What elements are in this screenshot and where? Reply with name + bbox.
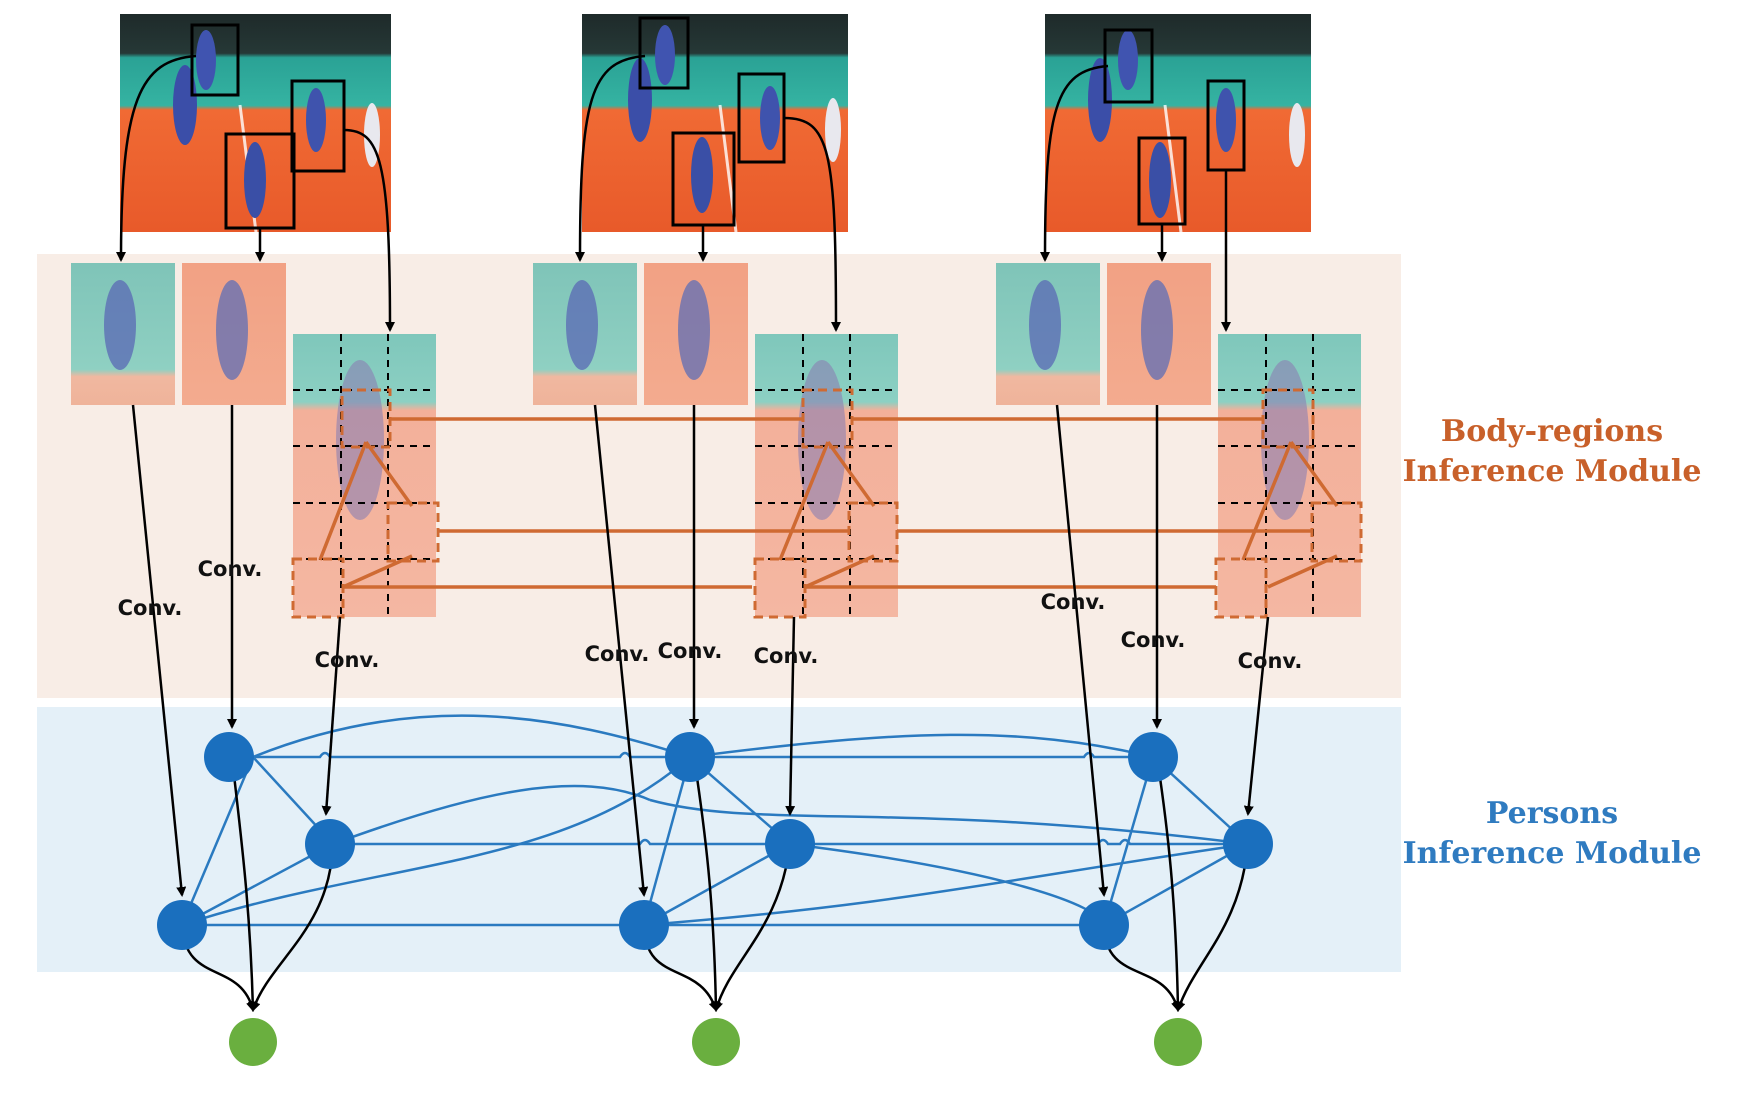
group-activity-node [1154, 1018, 1202, 1066]
person-crop [182, 263, 286, 405]
person-node [305, 819, 355, 869]
conv-labels: Conv. Conv. Conv. Conv. Conv. Conv. Conv… [118, 557, 1303, 673]
video-frame-image [582, 14, 848, 233]
persons-module-label: Persons Inference Module [1403, 796, 1702, 871]
body-region-box [386, 501, 440, 563]
body-region-box [753, 557, 807, 619]
person-node [665, 732, 715, 782]
body-region-box [801, 388, 854, 449]
conv-label: Conv. [118, 596, 183, 620]
body-region-box [1310, 501, 1363, 563]
person-crop [996, 263, 1100, 405]
body-regions-module-label: Body-regions Inference Module [1403, 414, 1702, 489]
frame-1 [71, 14, 436, 617]
frame-2 [533, 14, 898, 617]
person-crop [71, 263, 175, 405]
module-label-line: Persons [1486, 796, 1618, 831]
body-region-box [847, 501, 899, 563]
person-node [1128, 732, 1178, 782]
conv-label: Conv. [585, 642, 650, 666]
body-region-box [291, 557, 345, 619]
person-node [1223, 819, 1273, 869]
module-label-line: Body-regions [1441, 414, 1663, 449]
person-node [619, 900, 669, 950]
conv-label: Conv. [198, 557, 263, 581]
person-node [765, 819, 815, 869]
conv-label: Conv. [658, 639, 723, 663]
person-node [1079, 900, 1129, 950]
conv-label: Conv. [754, 644, 819, 668]
crop-arrows [116, 54, 1231, 332]
video-frame-image [120, 14, 391, 233]
person-crop [1107, 263, 1211, 405]
video-frame-image [1045, 14, 1311, 233]
person-node [204, 732, 254, 782]
body-region-box [1261, 388, 1315, 449]
frame-3 [996, 14, 1361, 617]
module-label-line: Inference Module [1403, 454, 1702, 489]
person-node [157, 900, 207, 950]
group-nodes [229, 1018, 1202, 1066]
group-activity-node [229, 1018, 277, 1066]
person-bbox [638, 16, 690, 90]
body-region-crop [293, 334, 436, 617]
group-activity-node [692, 1018, 740, 1066]
person-crop [644, 263, 748, 405]
person-bbox [190, 23, 240, 97]
module-label-line: Inference Module [1403, 836, 1702, 871]
conv-label: Conv. [1041, 590, 1106, 614]
person-bbox [290, 79, 346, 173]
person-nodes [157, 732, 1273, 950]
person-crop [533, 263, 637, 405]
body-region-box [340, 388, 392, 449]
body-region-crop [755, 334, 898, 617]
conv-label: Conv. [315, 648, 380, 672]
conv-label: Conv. [1121, 628, 1186, 652]
person-graph-edges [180, 714, 1249, 927]
body-region-crop [1218, 334, 1361, 617]
body-region-box [1214, 557, 1268, 619]
conv-label: Conv. [1238, 649, 1303, 673]
conv-arrows [131, 404, 1270, 897]
